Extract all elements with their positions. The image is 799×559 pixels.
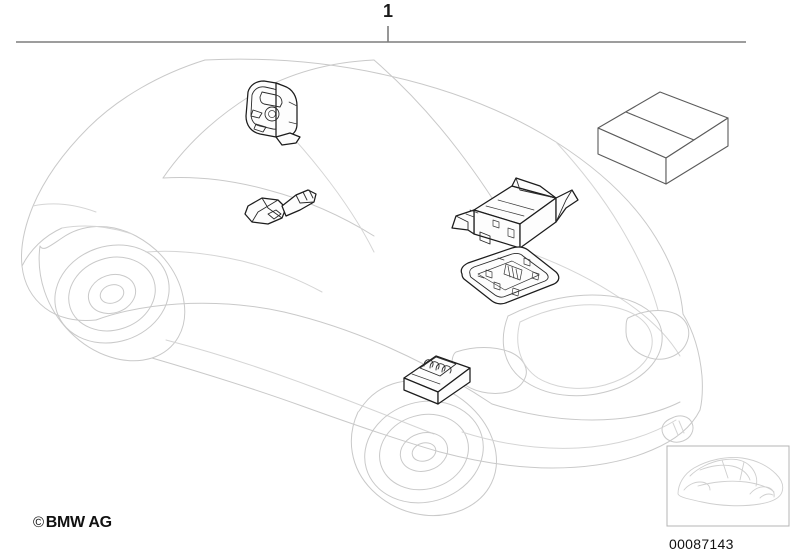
- part-connector-plug: [244, 189, 317, 225]
- copyright-owner: BMW AG: [45, 514, 112, 531]
- copyright-notice: ©BMW AG: [33, 514, 112, 532]
- diagram-number-label: 00087143: [669, 536, 734, 552]
- part-control-unit: [403, 355, 471, 405]
- part-roof-sensor-housing: [245, 80, 301, 146]
- callout-number-label: 1: [382, 1, 393, 21]
- part-interior-light-bezel: [460, 246, 560, 305]
- copyright-symbol: ©: [33, 514, 44, 531]
- part-interior-light-module: [451, 177, 579, 249]
- vehicle-body-drawing: [21, 58, 703, 516]
- callout-leader-line: [16, 26, 746, 43]
- vehicle-locator-thumbnail: [666, 445, 790, 527]
- part-retrofit-kit-box: [597, 91, 729, 185]
